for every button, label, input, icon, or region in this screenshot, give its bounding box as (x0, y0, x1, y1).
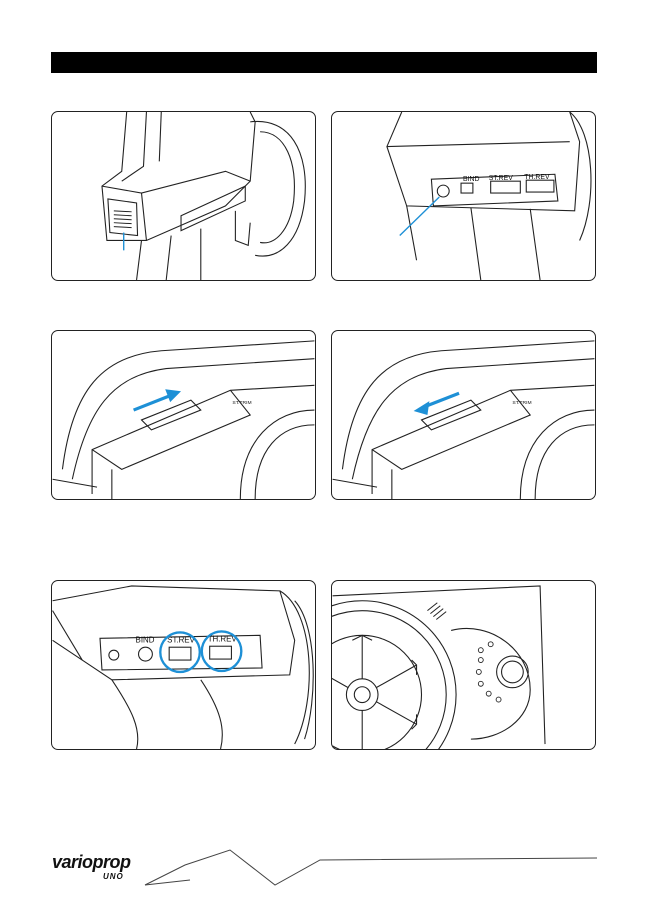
st-trim-label: ST.TRIM (512, 400, 531, 406)
st-trim-label: ST.TRIM (232, 400, 251, 406)
illustration-panel-5: BIND ST.REV TH.REV (51, 580, 316, 750)
transmitter-battery-illustration (101, 112, 306, 280)
highlight-circle-icon (159, 631, 201, 674)
arrow-left-icon (413, 391, 460, 415)
bind-button-illustration: BIND ST.REV TH.REV (386, 112, 592, 280)
reverse-switches-illustration: BIND ST.REV TH.REV (52, 585, 314, 749)
st-rev-label: ST.REV (489, 175, 514, 182)
bind-label: BIND (136, 635, 155, 644)
th-rev-label: TH.REV (208, 634, 238, 643)
steering-wheel-illustration (332, 585, 546, 749)
th-rev-label: TH.REV (524, 174, 550, 181)
trim-backward-illustration: ST.TRIM (332, 340, 595, 499)
illustration-panel-2: BIND ST.REV TH.REV (331, 111, 596, 281)
brand-logo: varioprop (52, 852, 131, 872)
bind-label: BIND (463, 176, 480, 183)
illustration-panel-4: ST.TRIM (331, 330, 596, 500)
illustration-panel-3: ST.TRIM (51, 330, 316, 500)
brand-logo-sub: UNO (103, 872, 124, 881)
arrow-right-icon (133, 389, 182, 412)
trim-forward-illustration: ST.TRIM (52, 340, 315, 499)
st-rev-label: ST.REV (167, 635, 195, 644)
illustration-panel-1 (51, 111, 316, 281)
highlight-circle-icon (200, 630, 243, 673)
header-bar (51, 52, 597, 73)
footer-decoration (144, 849, 598, 886)
illustration-panel-6 (331, 580, 596, 750)
